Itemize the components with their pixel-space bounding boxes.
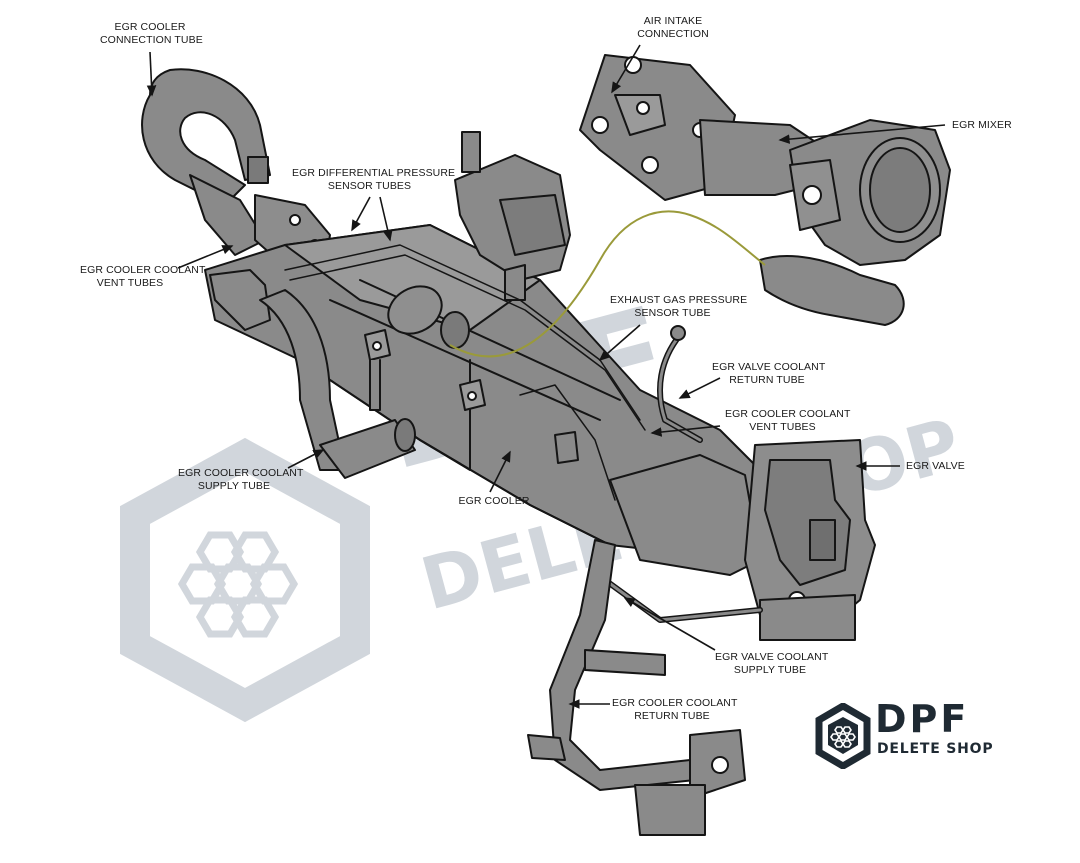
egr-valve-body [609, 439, 876, 641]
arrow-egr-cooler [489, 450, 511, 493]
label-egr-cooler-connection-tube: EGR COOLER CONNECTION TUBE [100, 21, 203, 46]
leader-arrows [146, 44, 946, 709]
arrow-air-intake-connection [611, 44, 641, 94]
label-exhaust-gas-pressure-sensor-tube: EXHAUST GAS PRESSURE SENSOR TUBE [610, 294, 748, 319]
label-egr-cooler-coolant-supply-tube: EGR COOLER COOLANT SUPPLY TUBE [178, 467, 304, 492]
label-egr-cooler-coolant-return-tube: EGR COOLER COOLANT RETURN TUBE [612, 697, 738, 722]
arrow-egr-valve-coolant-supply-tube [623, 597, 716, 651]
label-air-intake-connection: AIR INTAKE CONNECTION [637, 15, 709, 40]
egr-valve-coolant-tubes-inner [603, 333, 762, 622]
egr-control-block [454, 131, 571, 301]
label-egr-mixer: EGR MIXER [952, 119, 1012, 131]
arrow-egr-valve-coolant-return-tube [678, 377, 721, 399]
label-egr-valve-coolant-supply-tube: EGR VALVE COOLANT SUPPLY TUBE [715, 651, 829, 676]
label-egr-valve-coolant-return-tube: EGR VALVE COOLANT RETURN TUBE [712, 361, 826, 386]
arrow-exhaust-gas-pressure-sensor-tube [598, 324, 641, 362]
left-coolant-pipes [209, 269, 416, 479]
label-egr-cooler-coolant-vent-tubes-left: EGR COOLER COOLANT VENT TUBES [80, 264, 206, 289]
arrow-egr-mixer [778, 124, 946, 144]
watermark-hex-logo [120, 437, 370, 723]
arrow-egr-cooler-connection-tube [146, 51, 157, 97]
arrow-egr-diff-tube-2 [379, 196, 393, 242]
pressure-sensor-tubes [284, 244, 646, 501]
watermark-honeycomb [177, 531, 299, 638]
dpf-delete-shop-logo: DPF DELETE SHOP [815, 697, 1015, 773]
arrow-egr-cooler-coolant-supply-tube [287, 449, 325, 469]
mixer-elbow-pipe [759, 254, 905, 326]
logo-dpf-text: DPF [875, 697, 970, 741]
egr-cooler-connection-tube [141, 68, 271, 256]
exhaust-gas-pressure-sensor-wire [449, 210, 766, 358]
label-egr-cooler-coolant-vent-tubes-right: EGR COOLER COOLANT VENT TUBES [725, 408, 851, 433]
label-egr-cooler: EGR COOLER [458, 495, 530, 507]
arrow-egr-cooler-vent-tubes-right [650, 425, 721, 437]
arrow-egr-diff-tube-1 [351, 196, 371, 232]
logo-hex-icon [815, 703, 871, 769]
arrow-egr-cooler-vent-tubes-left [177, 245, 234, 269]
label-egr-valve: EGR VALVE [906, 460, 965, 472]
egr-cooler-coolant-return-tube [527, 539, 746, 836]
logo-delete-shop-text: DELETE SHOP [877, 741, 994, 757]
label-egr-differential-pressure-sensor-tubes: EGR DIFFERENTIAL PRESSURE SENSOR TUBES [292, 167, 456, 192]
